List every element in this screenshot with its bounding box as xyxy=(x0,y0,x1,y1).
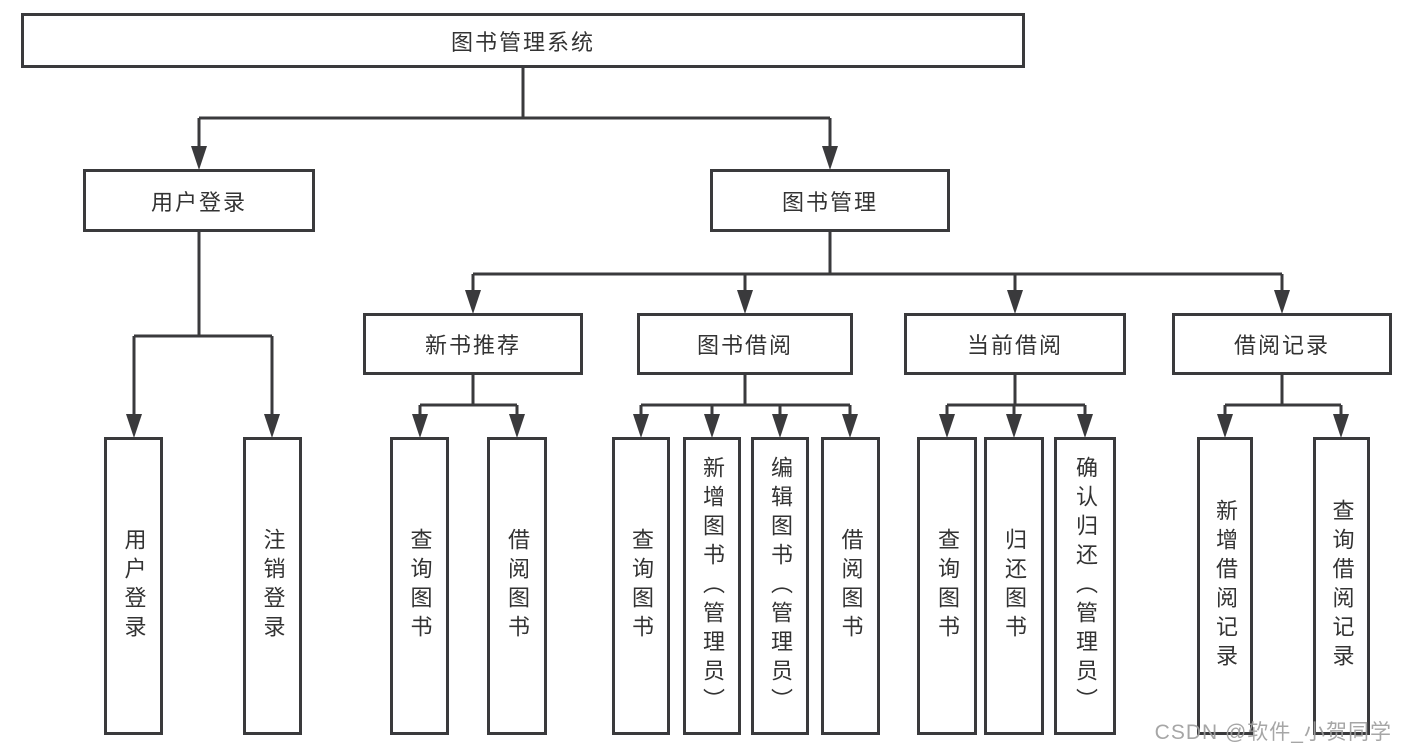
csdn-watermark: CSDN @软件_小贺同学 xyxy=(1154,721,1392,744)
leaf-logout: 注销登录 xyxy=(243,437,302,735)
node-current-borrow: 当前借阅 xyxy=(904,313,1126,375)
leaf-borrow-book-recommend: 借阅图书 xyxy=(487,437,547,735)
node-borrow-records: 借阅记录 xyxy=(1172,313,1392,375)
leaf-query-borrow-record: 查询借阅记录 xyxy=(1313,437,1370,735)
leaf-user-login: 用户登录 xyxy=(104,437,163,735)
leaf-return-book: 归还图书 xyxy=(984,437,1044,735)
node-library-management-system: 图书管理系统 xyxy=(21,13,1025,68)
node-user-login: 用户登录 xyxy=(83,169,315,232)
leaf-edit-book-admin: 编辑图书（管理员） xyxy=(751,437,809,735)
leaf-add-borrow-record: 新增借阅记录 xyxy=(1197,437,1253,735)
leaf-confirm-return-admin: 确认归还（管理员） xyxy=(1054,437,1116,735)
node-new-book-recommend: 新书推荐 xyxy=(363,313,583,375)
node-book-borrow: 图书借阅 xyxy=(637,313,853,375)
leaf-query-book-recommend: 查询图书 xyxy=(390,437,449,735)
leaf-add-book-admin: 新增图书（管理员） xyxy=(683,437,741,735)
leaf-borrow-book: 借阅图书 xyxy=(821,437,880,735)
node-book-management: 图书管理 xyxy=(710,169,950,232)
leaf-query-book-borrow: 查询图书 xyxy=(612,437,670,735)
leaf-query-book-current: 查询图书 xyxy=(917,437,977,735)
